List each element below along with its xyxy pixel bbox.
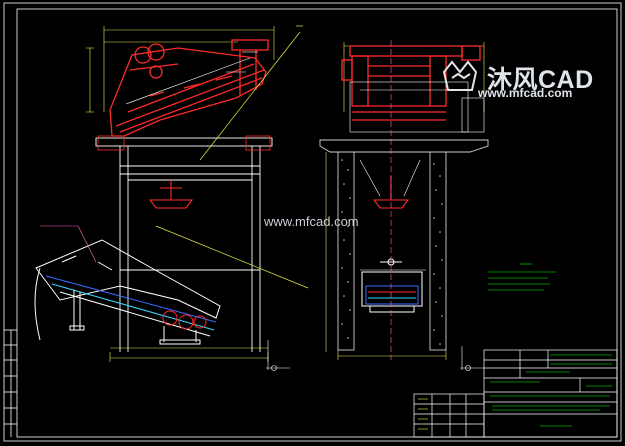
center-markers-left: [266, 340, 290, 371]
screen-end-view: [341, 45, 481, 121]
conveyor-label-leader: [40, 225, 97, 263]
bottom-machine: [361, 258, 423, 313]
support-frame: [95, 137, 273, 352]
column-hatch: [341, 159, 443, 345]
title-block: [413, 349, 618, 438]
bottom-dimensions: [109, 347, 269, 362]
conveyor: [34, 239, 221, 345]
top-dimensions: [86, 26, 275, 113]
center-markers-right: [460, 346, 484, 371]
sieve-screen: [109, 39, 269, 137]
watermark-url: www.mfcad.com: [478, 86, 573, 100]
platform: [319, 139, 489, 153]
chute-lines: [155, 25, 309, 289]
title-block-left-entries: [418, 398, 428, 430]
concrete-columns: [337, 151, 447, 351]
hopper-right-guides: [359, 159, 426, 271]
drawing-frame: [3, 2, 622, 442]
title-block-entries: [490, 354, 612, 427]
column-accents: [97, 135, 271, 151]
right-view: [319, 40, 556, 371]
screen-end-accents: [349, 81, 485, 133]
technical-notes: [488, 263, 556, 291]
watermark-center: www.mfcad.com: [264, 214, 359, 229]
right-bottom-dimensions: [325, 152, 447, 360]
left-view: [34, 25, 309, 371]
hopper: [148, 180, 194, 209]
watermark-brand: 沐风CAD: [487, 66, 594, 94]
watermark-logo: [442, 60, 478, 91]
screen-accents: [125, 51, 258, 105]
